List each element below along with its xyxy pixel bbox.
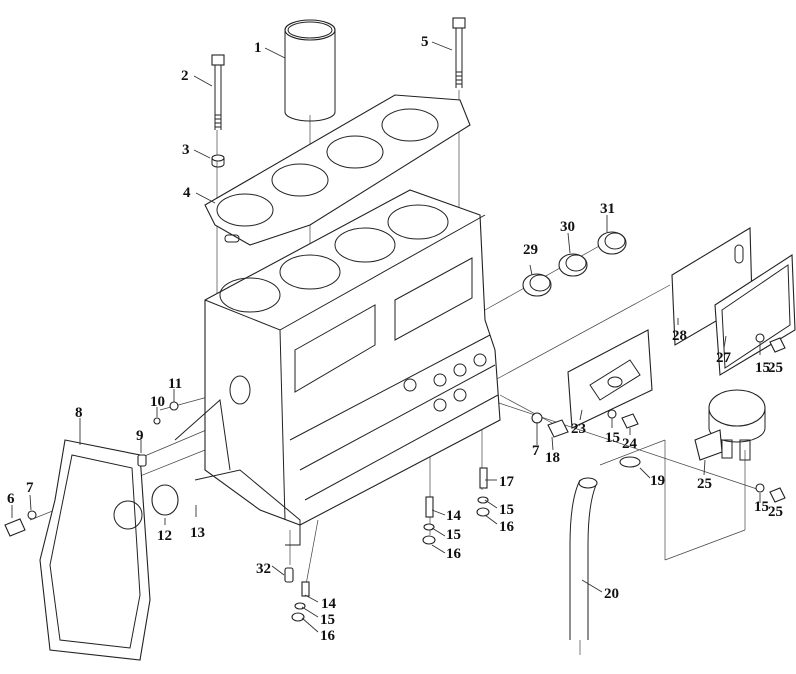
callout-16-right: 16 [499,519,515,535]
callout-2: 2 [181,68,189,84]
callout-15-sidecover: 15 [755,360,770,376]
callout-15-filter: 15 [754,499,769,515]
part-side-cover [714,254,796,376]
callout-9: 9 [136,428,144,444]
callout-13: 13 [190,525,205,541]
callout-11: 11 [168,376,182,392]
callout-16-center: 16 [446,546,462,562]
callout-25-bolt: 25 [768,504,783,520]
callout-10: 10 [150,394,165,410]
part-bushing-30 [558,253,588,277]
callout-20: 20 [604,586,619,602]
callout-6: 6 [7,491,15,507]
part-cylinder-liner [284,19,336,122]
part-gear-case-gasket [39,439,151,661]
part-bushing-31 [597,231,627,255]
callout-30: 30 [560,219,575,235]
small-parts [4,333,786,622]
part-cylinder-block [174,189,501,546]
callout-1: 1 [254,40,262,56]
part-head-bolt-2 [211,54,225,130]
callout-29: 29 [523,242,538,258]
callout-14-bottom: 14 [321,596,337,612]
callout-labels: 1 2 3 4 5 6 7 7 8 9 10 11 12 13 14 14 15… [7,34,783,644]
callout-27: 27 [716,350,732,366]
callout-7-front: 7 [26,480,34,496]
part-washer-3 [211,154,225,168]
callout-7-side: 7 [532,443,540,459]
callout-25-filter: 25 [697,476,712,492]
callout-17: 17 [499,474,515,490]
callout-15-center: 15 [499,502,514,518]
part-head-bolt-5 [452,17,466,88]
callout-leaders [11,41,761,633]
callout-8: 8 [75,405,83,421]
part-oil-cover [567,329,653,429]
part-hose [569,456,641,640]
callout-19: 19 [650,473,665,489]
callout-4: 4 [183,185,191,201]
callout-18: 18 [545,450,560,466]
callout-12: 12 [157,528,172,544]
callout-25-sidecover: 25 [768,360,783,376]
callout-32: 32 [256,561,271,577]
callout-31: 31 [600,201,615,217]
callout-3: 3 [182,142,190,158]
callout-15-stud: 15 [446,527,461,543]
callout-23: 23 [571,421,586,437]
callout-15-cover: 15 [605,430,620,446]
callout-16-bottom: 16 [320,628,336,644]
part-oil-filter [694,389,766,461]
callout-15-bottom: 15 [320,612,335,628]
callout-28: 28 [672,328,687,344]
part-bushing-29 [522,273,552,297]
callout-5: 5 [421,34,429,50]
callout-14-center: 14 [446,508,462,524]
part-head-gasket [204,94,471,246]
callout-24: 24 [622,436,638,452]
